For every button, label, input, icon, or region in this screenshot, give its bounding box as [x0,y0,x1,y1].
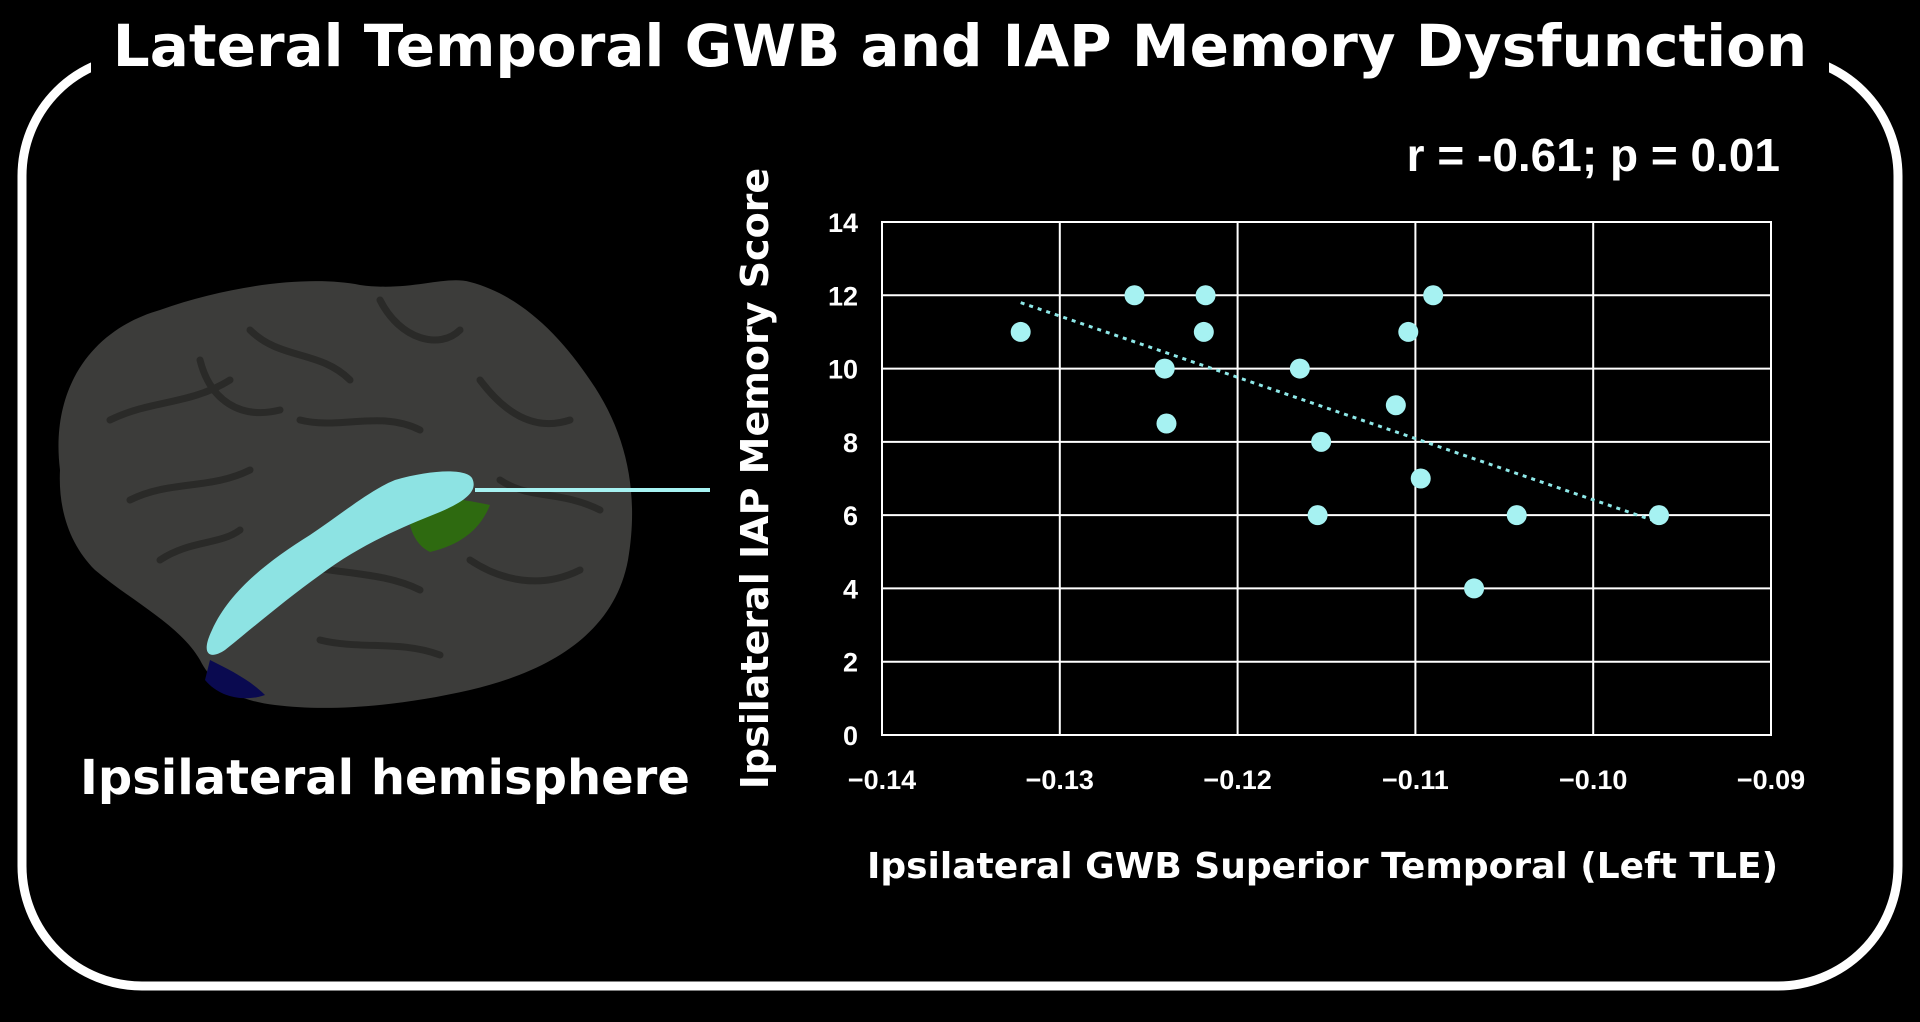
data-point-7 [1311,431,1332,452]
y-tick-label-6: 12 [828,281,858,311]
x-tick-label-4: −0.10 [1559,765,1627,795]
data-point-6 [1289,358,1310,379]
data-point-13 [1464,578,1485,599]
x-tick-label-3: −0.11 [1382,765,1449,795]
data-point-9 [1385,395,1406,416]
trendline [1020,301,1660,524]
x-tick-labels: −0.14 −0.13 −0.12 −0.11 −0.10 −0.09 [848,765,1805,795]
y-axis-label: Ipsilateral IAP Memory Score [733,168,777,789]
x-tick-label-5: −0.09 [1737,765,1805,795]
inferior-region [205,660,265,699]
superior-temporal-region [206,471,474,655]
data-points [1010,285,1669,599]
plot-area-frame [881,221,1772,736]
data-point-3 [1193,321,1214,342]
x-tick-label-0: −0.14 [848,765,916,795]
data-point-4 [1154,358,1175,379]
y-tick-label-0: 0 [843,721,858,751]
data-point-0 [1010,321,1031,342]
x-axis-label: Ipsilateral GWB Superior Temporal (Left … [867,846,1778,887]
data-point-10 [1398,321,1419,342]
data-point-5 [1156,413,1177,434]
data-point-14 [1506,505,1527,526]
figure-title-text: Lateral Temporal GWB and IAP Memory Dysf… [90,12,1830,80]
data-point-8 [1307,505,1328,526]
y-tick-labels: 0 2 4 6 8 10 12 14 [828,208,858,751]
correlation-stats: r = -0.61; p = 0.01 [1406,129,1780,181]
y-tick-label-3: 6 [843,501,858,531]
x-tick-label-1: −0.13 [1026,765,1094,795]
data-point-15 [1648,505,1669,526]
y-tick-label-4: 8 [843,428,858,458]
y-tick-label-7: 14 [828,208,858,238]
brain-label: Ipsilateral hemisphere [80,750,690,806]
figure-title: Lateral Temporal GWB and IAP Memory Dysf… [0,12,1920,80]
brain-illustration [58,280,710,708]
data-point-2 [1195,285,1216,306]
data-point-11 [1423,285,1444,306]
y-tick-label-2: 4 [843,574,858,604]
data-point-1 [1124,285,1145,306]
grid-lines [881,221,1772,736]
brain-sulci [106,296,604,659]
x-tick-label-2: −0.12 [1203,765,1271,795]
y-tick-label-5: 10 [828,355,858,385]
y-tick-label-1: 2 [843,648,858,678]
data-point-12 [1410,468,1431,489]
